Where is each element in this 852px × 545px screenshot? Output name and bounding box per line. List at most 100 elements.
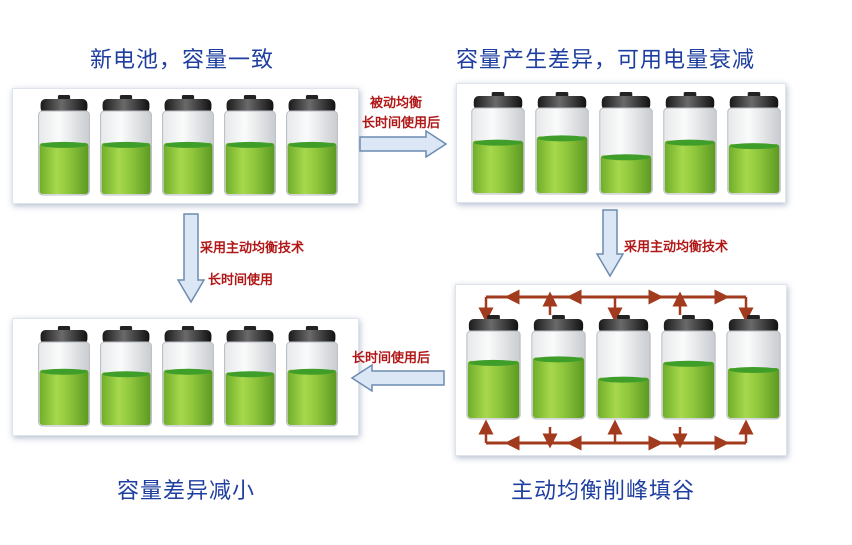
- battery-row-new: [33, 95, 343, 197]
- battery-charge-surface: [226, 141, 274, 148]
- battery-charge-level: [101, 372, 151, 425]
- battery-cap: [288, 99, 336, 113]
- battery-row-balancing: [461, 315, 786, 421]
- caption-top-right: 容量产生差异，可用电量衰减: [456, 48, 756, 73]
- battery-1: [38, 95, 90, 196]
- battery-terminal: [617, 315, 630, 320]
- battery-3: [599, 92, 653, 195]
- battery-charge-level: [163, 369, 213, 425]
- battery-3: [596, 315, 651, 420]
- battery-4: [661, 315, 716, 420]
- battery-terminal: [683, 92, 697, 97]
- battery-1: [466, 315, 521, 420]
- battery-charge-surface: [537, 135, 587, 142]
- caption-bottom-right: 主动均衡削峰填谷: [511, 479, 696, 504]
- battery-terminal: [619, 92, 633, 97]
- battery-cap: [728, 319, 779, 333]
- battery-terminal: [57, 95, 71, 100]
- battery-4: [224, 95, 276, 196]
- battery-charge-surface: [533, 356, 584, 363]
- arrow-right-top: [359, 130, 448, 158]
- battery-charge-surface: [164, 141, 212, 148]
- battery-terminal: [552, 315, 565, 320]
- battery-row-reduced: [33, 326, 343, 428]
- battery-charge-surface: [665, 139, 715, 146]
- battery-charge-level: [225, 372, 275, 425]
- panel-reduced-difference: [12, 318, 359, 436]
- battery-cap: [164, 330, 212, 344]
- battery-cap: [665, 96, 715, 110]
- label-active-tech-left: 采用主动均衡技术: [200, 241, 305, 256]
- battery-terminal: [57, 326, 71, 331]
- battery-cap: [601, 96, 651, 110]
- battery-4: [224, 326, 276, 427]
- battery-charge-surface: [164, 368, 212, 375]
- battery-row-svg: [38, 95, 338, 196]
- battery-2: [100, 95, 152, 196]
- battery-terminal: [555, 92, 569, 97]
- battery-charge-surface: [473, 139, 523, 146]
- battery-charge-surface: [729, 143, 779, 150]
- battery-charge-level: [472, 140, 524, 193]
- battery-charge-surface: [468, 359, 519, 366]
- label-active-tech-right: 采用主动均衡技术: [624, 240, 729, 255]
- battery-cap: [663, 319, 714, 333]
- battery-3: [162, 95, 214, 196]
- battery-charge-level: [287, 142, 337, 194]
- label-long-use-bottom: 长时间使用后: [352, 351, 431, 366]
- battery-1: [38, 326, 90, 427]
- battery-charge-level: [664, 140, 716, 193]
- battery-charge-level: [287, 369, 337, 425]
- battery-cap: [468, 319, 519, 333]
- battery-5: [727, 92, 781, 195]
- battery-5: [286, 95, 338, 196]
- panel-new-batteries: [12, 88, 359, 204]
- battery-4: [663, 92, 717, 195]
- battery-row-svg: [471, 92, 781, 195]
- battery-terminal: [119, 326, 133, 331]
- arrow-down-right: [596, 209, 624, 278]
- arrow-down-left: [177, 213, 205, 304]
- battery-charge-level: [532, 357, 585, 418]
- battery-charge-level: [101, 142, 151, 194]
- battery-row-svg: [38, 326, 338, 427]
- label-long-use-top: 长时间使用后: [362, 116, 441, 131]
- battery-charge-surface: [226, 371, 274, 378]
- balancing-lines: [478, 289, 754, 451]
- battery-1: [471, 92, 525, 195]
- battery-charge-level: [536, 136, 588, 193]
- battery-terminal: [747, 92, 761, 97]
- battery-2: [531, 315, 586, 420]
- battery-2: [100, 326, 152, 427]
- battery-3: [162, 326, 214, 427]
- battery-charge-surface: [40, 141, 88, 148]
- caption-bottom-left: 容量差异减小: [117, 479, 256, 504]
- battery-charge-level: [597, 377, 650, 418]
- battery-terminal: [491, 92, 505, 97]
- battery-terminal: [243, 95, 257, 100]
- battery-charge-surface: [663, 360, 714, 367]
- battery-charge-level: [728, 144, 780, 193]
- caption-top-left: 新电池，容量一致: [90, 48, 275, 73]
- battery-charge-level: [163, 142, 213, 194]
- battery-cap: [102, 330, 150, 344]
- battery-terminal: [181, 326, 195, 331]
- battery-charge-surface: [102, 371, 150, 378]
- label-passive-balancing: 被动均衡: [370, 96, 423, 111]
- battery-5: [726, 315, 781, 420]
- battery-terminal: [243, 326, 257, 331]
- battery-cap: [533, 319, 584, 333]
- battery-2: [535, 92, 589, 195]
- battery-charge-level: [467, 360, 520, 418]
- battery-terminal: [747, 315, 760, 320]
- battery-cap: [226, 99, 274, 113]
- battery-cap: [102, 99, 150, 113]
- battery-terminal: [682, 315, 695, 320]
- battery-row-svg: [466, 315, 781, 420]
- battery-charge-surface: [102, 141, 150, 148]
- battery-terminal: [181, 95, 195, 100]
- battery-terminal: [487, 315, 500, 320]
- battery-cap: [288, 330, 336, 344]
- battery-charge-surface: [288, 141, 336, 148]
- battery-cap: [729, 96, 779, 110]
